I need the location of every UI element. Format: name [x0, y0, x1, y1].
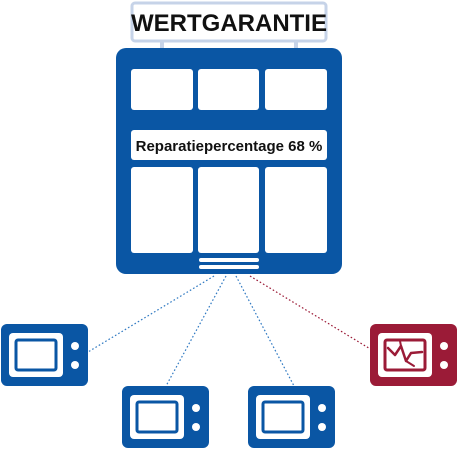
doorstep-line-1	[199, 258, 259, 262]
repair-percentage-label: Reparatiepercentage 68 %	[136, 138, 323, 155]
doorstep-line-2	[199, 265, 259, 269]
repair-label-band	[131, 130, 327, 160]
tv-icon	[248, 386, 335, 448]
sign-title: WERTGARANTIE	[131, 10, 327, 37]
building-window-top-2	[198, 69, 259, 110]
broken-tv-icon	[370, 324, 457, 386]
brand-sign: WERTGARANTIE	[130, 1, 328, 43]
connection-lines	[87, 275, 373, 387]
connection-line-tv-2	[165, 275, 227, 387]
sign-post-right	[294, 39, 298, 50]
tv-icon	[1, 324, 88, 386]
sign-board	[130, 1, 328, 43]
building-window-bottom-1	[131, 167, 193, 253]
connection-line-tv-3	[235, 275, 295, 387]
building-window-bottom-3	[265, 167, 327, 253]
tv-icon	[122, 386, 209, 448]
building-window-bottom-2	[198, 167, 259, 253]
building: Reparatiepercentage 68 %	[116, 48, 342, 274]
sign-post-left	[160, 39, 164, 50]
screen-crack	[386, 344, 424, 363]
building-window-top-1	[131, 69, 193, 110]
connection-line-broken-tv	[249, 275, 373, 351]
building-window-top-3	[265, 69, 327, 110]
connection-line-tv-1	[87, 275, 215, 353]
